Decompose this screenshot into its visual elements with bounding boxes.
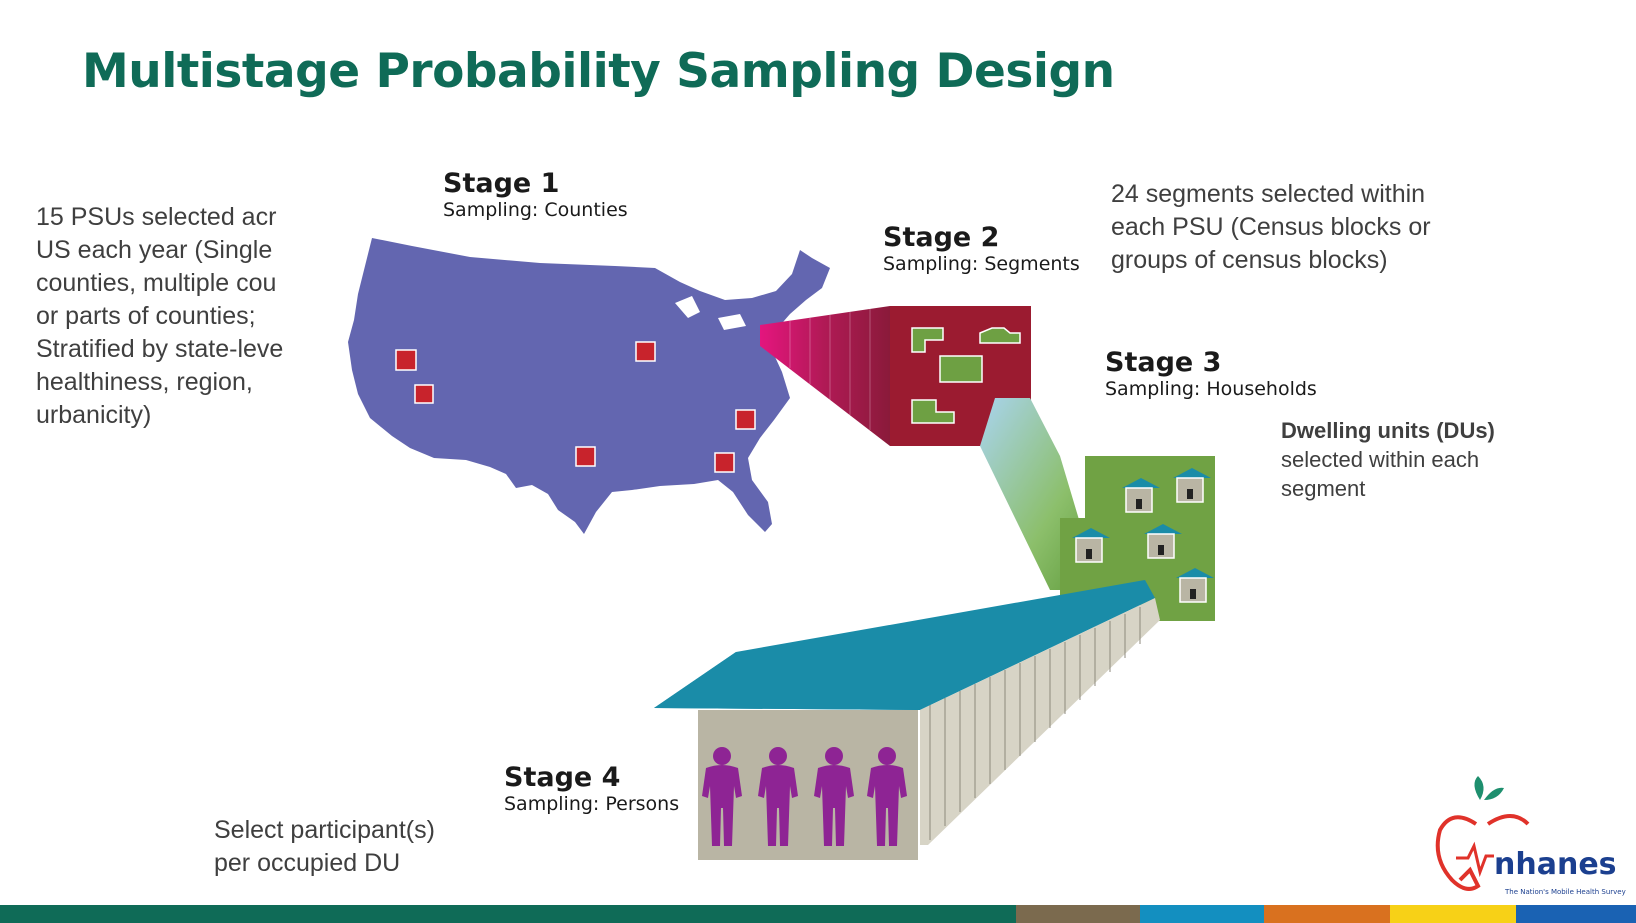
- stage1-label: Stage 1 Sampling: Counties: [443, 168, 628, 221]
- county-marker: [395, 349, 417, 371]
- stage4-heading: Stage 4: [504, 762, 621, 793]
- psu-note-line: healthiness, region,: [36, 368, 253, 396]
- stage2-projection: [760, 306, 890, 446]
- segments-note: 24 segments selected within each PSU (Ce…: [1111, 180, 1431, 274]
- county-marker: [575, 446, 596, 467]
- stage1-heading: Stage 1: [443, 168, 560, 199]
- county-markers: [395, 341, 756, 473]
- footer-segment: [1264, 905, 1390, 923]
- footer-segment: [1516, 905, 1636, 923]
- select-note-line: per occupied DU: [214, 849, 401, 877]
- footer-segment: [1140, 905, 1264, 923]
- psu-note-line: Stratified by state-leve: [36, 335, 284, 363]
- footer-color-bar: [0, 905, 1636, 923]
- dwelling-units-note: Dwelling units (DUs) selected within eac…: [1281, 416, 1531, 503]
- stage2-label: Stage 2 Sampling: Segments: [883, 222, 1080, 275]
- stage3-heading: Stage 3: [1105, 347, 1222, 378]
- stage4-subtitle: Sampling: Persons: [504, 793, 680, 815]
- nhanes-tagline: The Nation's Mobile Health Survey: [1505, 888, 1626, 896]
- slide-title: Multistage Probability Sampling Design: [82, 44, 1115, 99]
- county-marker: [635, 341, 656, 362]
- dwelling-units-text: selected within each segment: [1281, 447, 1480, 501]
- psu-note-line: 15 PSUs selected acr: [36, 203, 277, 231]
- footer-segment: [0, 905, 1016, 923]
- stage1-subtitle: Sampling: Counties: [443, 199, 628, 221]
- us-map: [348, 238, 830, 534]
- nhanes-logo-icon: [1435, 776, 1530, 891]
- county-marker: [735, 409, 756, 430]
- select-note-line: Select participant(s): [214, 816, 435, 844]
- nhanes-logo: nhanes: [1494, 850, 1617, 880]
- stage2-heading: Stage 2: [883, 222, 1000, 253]
- stage2-subtitle: Sampling: Segments: [883, 253, 1080, 275]
- footer-segment: [1016, 905, 1140, 923]
- stage3-subtitle: Sampling: Households: [1105, 378, 1317, 400]
- psu-note: 15 PSUs selected acr US each year (Singl…: [36, 201, 295, 432]
- dwelling-units-heading: Dwelling units (DUs): [1281, 418, 1495, 443]
- person-icons: [702, 747, 907, 846]
- county-marker: [714, 452, 735, 473]
- psu-note-line: or parts of counties;: [36, 302, 256, 330]
- stage3-label: Stage 3 Sampling: Households: [1105, 347, 1317, 400]
- select-participants-note: Select participant(s) per occupied DU: [214, 814, 435, 880]
- stage4-label: Stage 4 Sampling: Persons: [504, 762, 679, 815]
- psu-note-line: US each year (Single: [36, 236, 273, 264]
- household-icons: [1072, 468, 1214, 603]
- nhanes-logo-text: nhanes: [1494, 847, 1617, 882]
- county-marker: [414, 384, 434, 404]
- footer-segment: [1390, 905, 1516, 923]
- psu-note-line: urbanicity): [36, 401, 152, 429]
- psu-note-line: counties, multiple cou: [36, 269, 277, 297]
- segment-parcels: [911, 327, 1021, 424]
